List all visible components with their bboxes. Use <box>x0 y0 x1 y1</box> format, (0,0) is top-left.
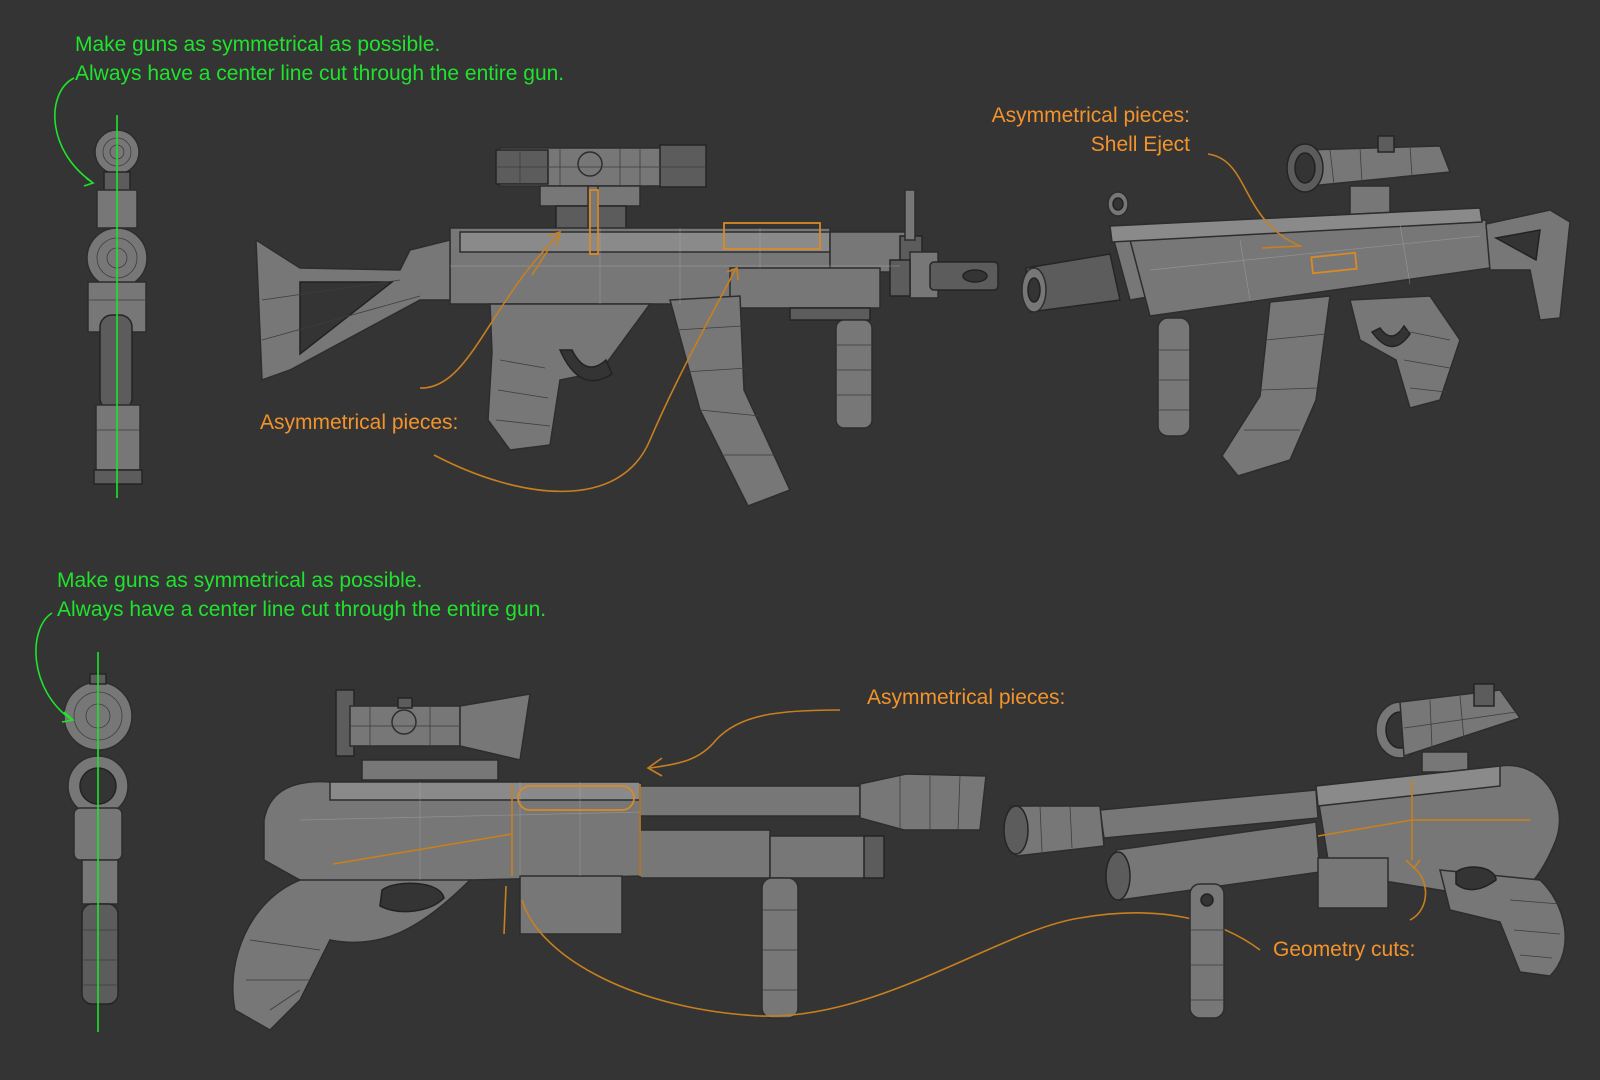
top-symmetry-note: Make guns as symmetrical as possible. Al… <box>75 30 564 88</box>
smg-front-view <box>54 77 148 498</box>
smg-perspective-view <box>1021 135 1571 477</box>
geometry-cuts-label: Geometry cuts: <box>1273 938 1416 961</box>
top-asymmetrical-pieces-label: Asymmetrical pieces: <box>260 411 459 434</box>
smg-side-view <box>255 144 999 507</box>
top-symmetry-line1: Make guns as symmetrical as possible. <box>75 33 441 56</box>
shell-eject-label: Shell Eject <box>1090 133 1190 156</box>
top-right-asymmetrical-note: Asymmetrical pieces: Shell Eject <box>950 101 1190 159</box>
shotgun-front-view <box>35 612 133 1032</box>
bottom-symmetry-note: Make guns as symmetrical as possible. Al… <box>57 566 546 624</box>
top-right-asym-line1: Asymmetrical pieces: <box>991 104 1190 127</box>
shotgun-perspective-view <box>1003 683 1566 1019</box>
bottom-symmetry-line1: Make guns as symmetrical as possible. <box>57 569 423 592</box>
top-symmetry-line2: Always have a center line cut through th… <box>75 62 565 85</box>
shotgun-side-view <box>232 689 1261 1031</box>
bottom-symmetry-line2: Always have a center line cut through th… <box>57 598 547 621</box>
bottom-asymmetrical-pieces-label: Asymmetrical pieces: <box>867 686 1066 709</box>
